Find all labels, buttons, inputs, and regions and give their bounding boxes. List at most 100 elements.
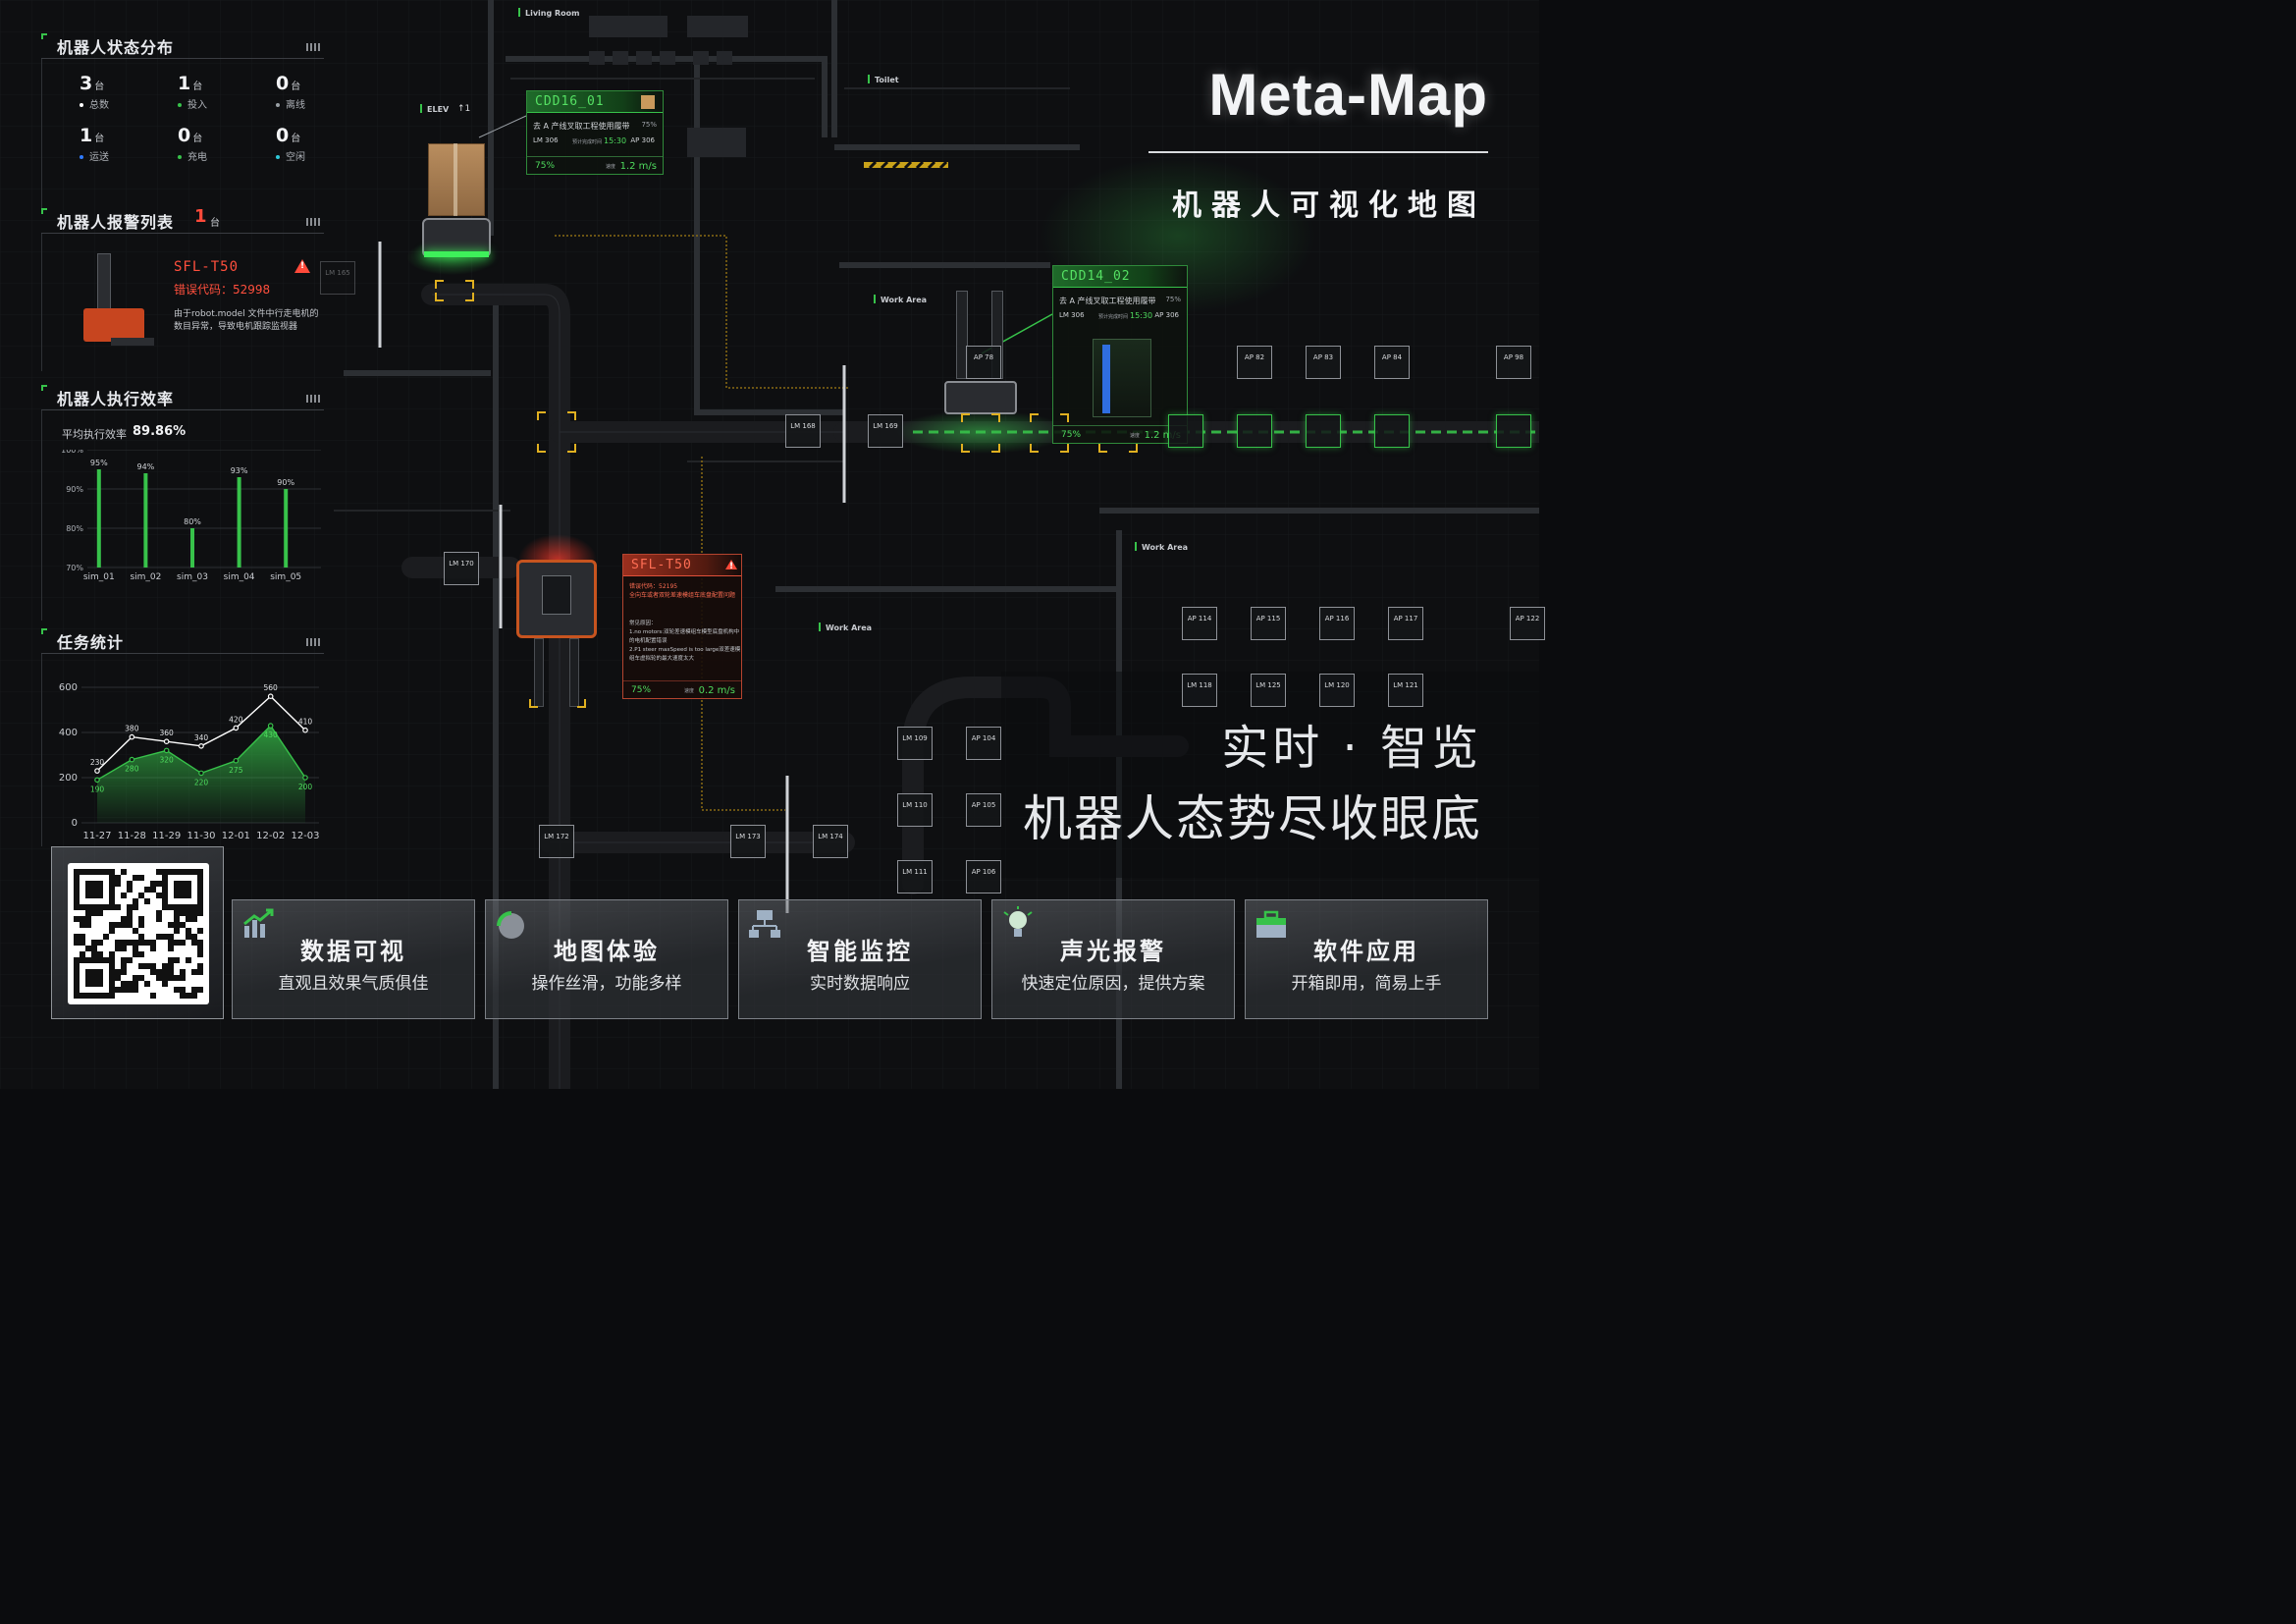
- qr-module: [144, 898, 150, 904]
- map-node-green-5[interactable]: [1496, 414, 1531, 448]
- qr-module: [186, 957, 191, 963]
- panel-corner-mark: [41, 385, 47, 391]
- qr-module: [150, 946, 156, 951]
- robot-card-battery: 75%: [535, 161, 556, 171]
- map-node-lm174[interactable]: LM 174: [813, 825, 848, 858]
- map-node-green-2[interactable]: [1237, 414, 1272, 448]
- qr-module: [180, 969, 186, 975]
- map-node-lm168[interactable]: LM 168: [785, 414, 821, 448]
- stat-value: 3: [80, 73, 93, 94]
- bar-value-label: 95%: [90, 459, 108, 467]
- qr-module: [127, 904, 133, 910]
- map-node-lm109[interactable]: LM 109: [897, 727, 933, 760]
- qr-module: [197, 928, 203, 934]
- map-node-lm165[interactable]: LM 165: [320, 261, 355, 295]
- alarm-item[interactable]: SFL-T50 错误代码：52998 由于robot.model 文件中行走电机…: [41, 234, 324, 371]
- app-subtitle: 机器人可视化地图: [1172, 189, 1486, 223]
- map-node-ap106[interactable]: AP 106: [966, 860, 1001, 893]
- qr-module: [168, 922, 174, 928]
- map-node-ap114[interactable]: AP 114: [1182, 607, 1217, 640]
- map-node-lm110[interactable]: LM 110: [897, 793, 933, 827]
- map-node-green-1[interactable]: [1168, 414, 1203, 448]
- qr-module: [191, 987, 197, 993]
- robot-efficiency-panel: 机器人执行效率 平均执行效率 89.86% 100%90%80%70%95%si…: [41, 385, 324, 621]
- feature-card[interactable]: 数据可视直观且效果气质俱佳: [232, 899, 475, 1019]
- error-card-speed-label: 速度: [683, 688, 694, 694]
- qr-module: [197, 969, 203, 975]
- map-node-green-4[interactable]: [1374, 414, 1410, 448]
- panel-bars-icon: [306, 43, 320, 51]
- qr-module: [174, 987, 180, 993]
- stat-value: 1: [80, 125, 93, 146]
- panel-header: 机器人报警列表 1 台: [41, 206, 324, 234]
- status-dot-icon: [276, 155, 280, 159]
- map-node-ap104[interactable]: AP 104: [966, 727, 1001, 760]
- map-node-lm125[interactable]: LM 125: [1251, 674, 1286, 707]
- elevator-robot-with-boxes[interactable]: [420, 137, 495, 263]
- status-dot-icon: [80, 155, 83, 159]
- map-node-lm172[interactable]: LM 172: [539, 825, 574, 858]
- map-node-ap117[interactable]: AP 117: [1388, 607, 1423, 640]
- map-node-lm111[interactable]: LM 111: [897, 860, 933, 893]
- error-card-speed: 0.2 m/s: [698, 685, 735, 696]
- qr-module: [127, 987, 133, 993]
- x-tick-label: 11-30: [187, 831, 215, 841]
- map-node-ap78[interactable]: AP 78: [966, 346, 1001, 379]
- data-label: 410: [298, 718, 313, 727]
- map-node-lm173[interactable]: LM 173: [730, 825, 766, 858]
- map-node-ap105[interactable]: AP 105: [966, 793, 1001, 827]
- qr-module: [156, 934, 162, 940]
- stat-unit: 台: [291, 81, 301, 92]
- qr-module: [191, 910, 197, 916]
- qr-code-pattern: [74, 869, 203, 999]
- robot-card-cdd14[interactable]: CDD14_02 去 A 产线叉取工程使用履带 75% LM 306 预计完成时…: [1052, 265, 1188, 444]
- qr-module: [186, 910, 191, 916]
- robot-error-card-sfl-t50[interactable]: SFL-T50 错误代码：52195 全向车或者双轮差速模组车底盘配置问题 常见…: [622, 554, 742, 699]
- qr-module: [115, 922, 121, 928]
- robot-card-cdd16[interactable]: CDD16_01 去 A 产线叉取工程使用履带 75% LM 306 预计完成时…: [526, 90, 664, 175]
- map-node-lm169[interactable]: LM 169: [868, 414, 903, 448]
- map-node-lm118[interactable]: LM 118: [1182, 674, 1217, 707]
- map-node-lm121[interactable]: LM 121: [1388, 674, 1423, 707]
- qr-module: [138, 951, 144, 957]
- x-tick-label: 12-03: [291, 831, 319, 841]
- qr-module: [127, 981, 133, 987]
- qr-module: [174, 928, 180, 934]
- feature-card[interactable]: 声光报警快速定位原因，提供方案: [991, 899, 1235, 1019]
- qr-module: [162, 969, 168, 975]
- qr-module: [127, 922, 133, 928]
- feature-card[interactable]: 地图体验操作丝滑，功能多样: [485, 899, 728, 1019]
- y-tick-label: 0: [72, 818, 78, 829]
- map-node-ap84[interactable]: AP 84: [1374, 346, 1410, 379]
- qr-module: [74, 934, 80, 940]
- map-node-ap122[interactable]: AP 122: [1510, 607, 1545, 640]
- qr-module: [144, 940, 150, 946]
- qr-module: [91, 951, 97, 957]
- panel-header: 机器人状态分布: [41, 33, 324, 59]
- panel-bars-icon: [306, 638, 320, 646]
- qr-module: [115, 881, 121, 887]
- map-node-ap98[interactable]: AP 98: [1496, 346, 1531, 379]
- qr-module: [91, 910, 97, 916]
- qr-module: [180, 987, 186, 993]
- qr-module: [162, 963, 168, 969]
- robot-card-speed: 1.2 m/s: [619, 161, 657, 172]
- qr-module: [138, 940, 144, 946]
- map-background[interactable]: [0, 0, 1539, 1089]
- qr-code-box[interactable]: [51, 846, 224, 1019]
- map-node-lm120[interactable]: LM 120: [1319, 674, 1355, 707]
- feature-card[interactable]: 智能监控实时数据响应: [738, 899, 982, 1019]
- forklift-robot-sfl-t50[interactable]: [514, 560, 599, 715]
- qr-module: [174, 940, 180, 946]
- map-node-green-3[interactable]: [1306, 414, 1341, 448]
- map-node-lm170[interactable]: LM 170: [444, 552, 479, 585]
- map-node-ap115[interactable]: AP 115: [1251, 607, 1286, 640]
- robot-card-time-label: 预计完成时间: [572, 139, 603, 145]
- alarm-count-unit: 台: [210, 218, 220, 229]
- map-node-ap116[interactable]: AP 116: [1319, 607, 1355, 640]
- map-node-ap83[interactable]: AP 83: [1306, 346, 1341, 379]
- map-node-ap82[interactable]: AP 82: [1237, 346, 1272, 379]
- feature-card[interactable]: 软件应用开箱即用，简易上手: [1245, 899, 1488, 1019]
- avg-efficiency-value: 89.86%: [133, 424, 187, 439]
